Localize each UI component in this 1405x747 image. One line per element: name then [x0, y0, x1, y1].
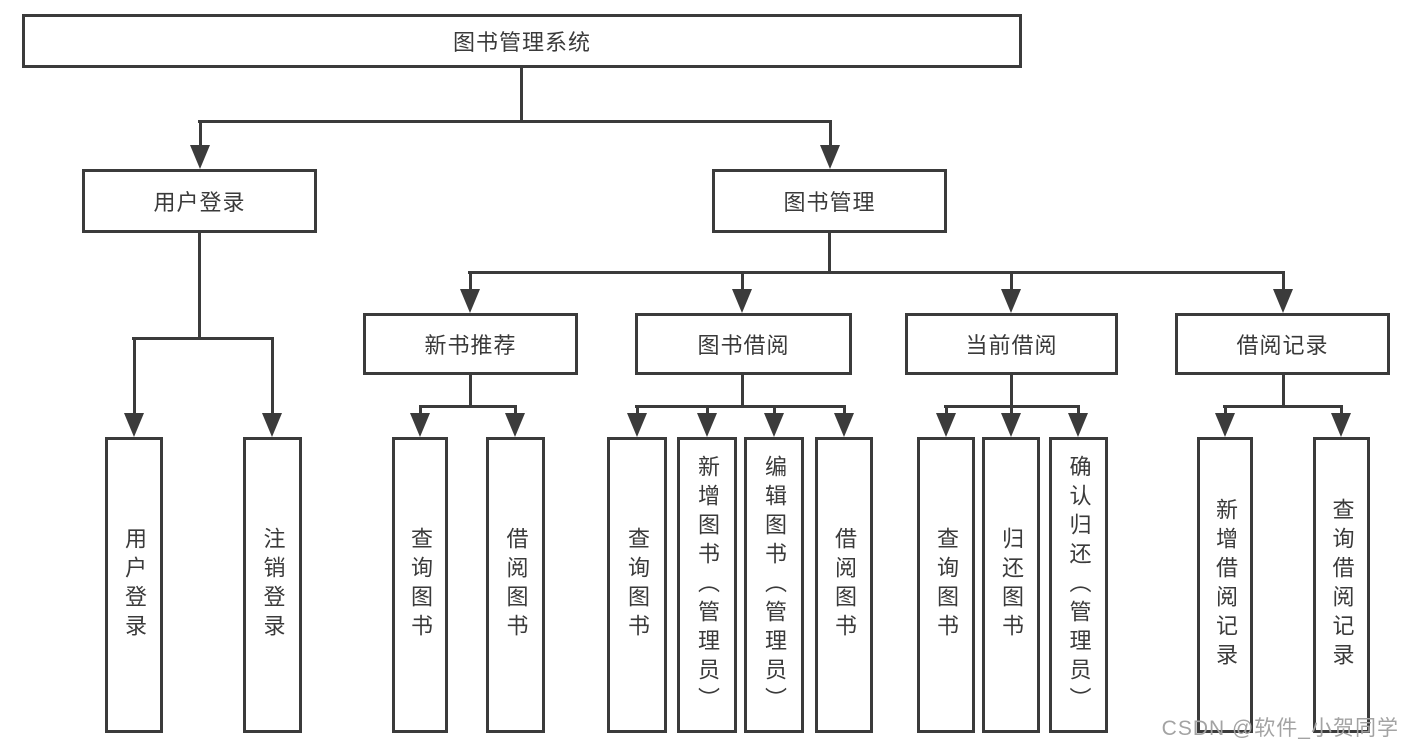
connector-g2-arrow2-stem [706, 405, 709, 419]
connector-login-hline [132, 337, 274, 340]
connector-root-stub [520, 68, 523, 120]
connector-g3-stub [1010, 375, 1013, 408]
connector-mgmt-stub [828, 233, 831, 274]
arrowhead-book-mgmt [820, 145, 840, 169]
arrowhead-g1-leaf1 [410, 413, 430, 437]
leaf-confirm-return-admin: 确认归还（管理员） [1049, 437, 1108, 733]
leaf-return-books: 归还图书 [982, 437, 1040, 733]
arrowhead-g2-leaf2 [697, 413, 717, 437]
connector-arrow-newbook-stem [469, 271, 472, 293]
arrowhead-g3-leaf1 [936, 413, 956, 437]
connector-arrow-login-leaf1-stem [133, 337, 136, 417]
connector-arrow-book-mgmt-stem [829, 120, 832, 150]
arrowhead-g1-leaf2 [505, 413, 525, 437]
connector-g1-stub [469, 375, 472, 408]
connector-g3-arrow3-stem [1077, 405, 1080, 419]
arrowhead-g2-leaf1 [627, 413, 647, 437]
arrowhead-g2-leaf3 [764, 413, 784, 437]
node-book-borrowing: 图书借阅 [635, 313, 852, 375]
leaf-add-books-admin: 新增图书（管理员） [677, 437, 737, 733]
arrowhead-records [1273, 289, 1293, 313]
connector-g4-stub [1282, 375, 1285, 408]
node-library-management-system: 图书管理系统 [22, 14, 1022, 68]
arrowhead-newbook [460, 289, 480, 313]
arrowhead-login-leaf2 [262, 413, 282, 437]
connector-g4-arrow1-stem [1224, 405, 1227, 419]
leaf-logout: 注销登录 [243, 437, 302, 733]
node-borrowing-records: 借阅记录 [1175, 313, 1390, 375]
connector-g3-arrow2-stem [1010, 405, 1013, 419]
leaf-query-books-current: 查询图书 [917, 437, 975, 733]
leaf-user-login: 用户登录 [105, 437, 163, 733]
leaf-query-books-recommend: 查询图书 [392, 437, 448, 733]
arrowhead-g2-leaf4 [834, 413, 854, 437]
node-book-management: 图书管理 [712, 169, 947, 233]
node-current-borrowing: 当前借阅 [905, 313, 1118, 375]
leaf-edit-books-admin: 编辑图书（管理员） [744, 437, 804, 733]
leaf-borrow-books: 借阅图书 [815, 437, 873, 733]
connector-arrow-borrow-stem [741, 271, 744, 293]
leaf-add-borrow-record: 新增借阅记录 [1197, 437, 1253, 733]
arrowhead-g3-leaf2 [1001, 413, 1021, 437]
arrowhead-user-login [190, 145, 210, 169]
arrowhead-g4-leaf2 [1331, 413, 1351, 437]
connector-g1-arrow1-stem [419, 405, 422, 419]
node-user-login: 用户登录 [82, 169, 317, 233]
arrowhead-current [1001, 289, 1021, 313]
connector-arrow-current-stem [1010, 271, 1013, 293]
connector-g2-arrow4-stem [843, 405, 846, 419]
connector-g2-hline [635, 405, 846, 408]
leaf-borrow-books-recommend: 借阅图书 [486, 437, 545, 733]
connector-arrow-user-login-stem [199, 120, 202, 150]
leaf-query-borrow-record: 查询借阅记录 [1313, 437, 1370, 733]
connector-g4-hline [1223, 405, 1343, 408]
connector-root-hline [198, 120, 832, 123]
leaf-query-books-borrow: 查询图书 [607, 437, 667, 733]
connector-g3-arrow1-stem [945, 405, 948, 419]
arrowhead-g4-leaf1 [1215, 413, 1235, 437]
connector-g1-hline [419, 405, 517, 408]
arrowhead-g3-leaf3 [1068, 413, 1088, 437]
connector-arrow-login-leaf2-stem [271, 337, 274, 417]
connector-mgmt-hline [468, 271, 1285, 274]
connector-g2-arrow1-stem [636, 405, 639, 419]
csdn-watermark: CSDN @软件_小贺同学 [1161, 717, 1399, 740]
connector-g2-stub [741, 375, 744, 408]
connector-g4-arrow2-stem [1340, 405, 1343, 419]
connector-arrow-records-stem [1282, 271, 1285, 293]
connector-login-stub [198, 233, 201, 340]
node-new-book-recommendation: 新书推荐 [363, 313, 578, 375]
connector-g2-arrow3-stem [773, 405, 776, 419]
connector-g1-arrow2-stem [514, 405, 517, 419]
arrowhead-borrow [732, 289, 752, 313]
arrowhead-login-leaf1 [124, 413, 144, 437]
